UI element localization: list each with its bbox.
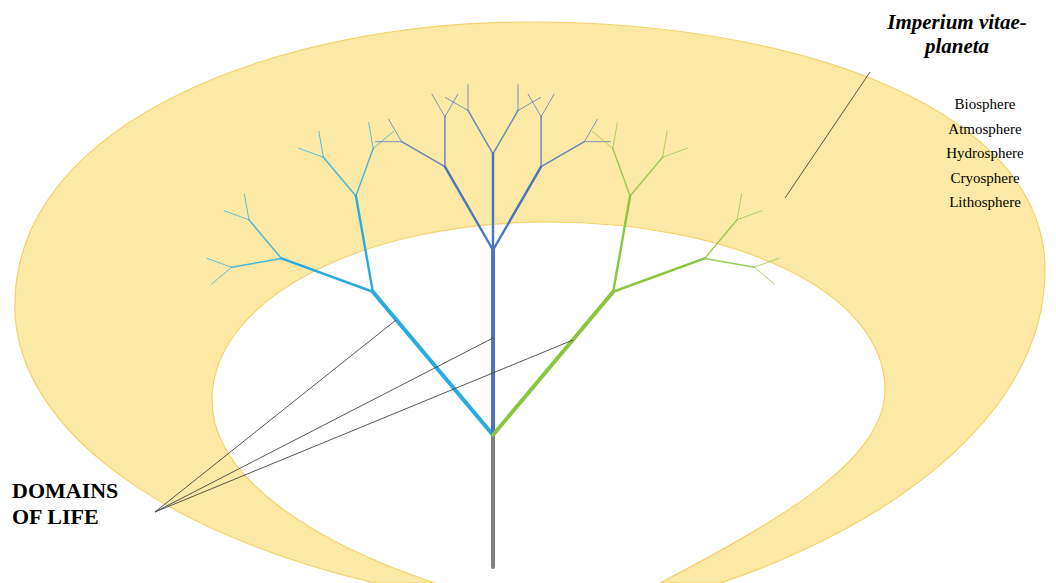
tree-branch: [491, 250, 495, 435]
tree-branch: [541, 94, 554, 117]
tree-branch: [493, 110, 518, 153]
tree-branch: [528, 94, 541, 117]
tree-branch: [491, 435, 495, 567]
tree-branch: [445, 94, 458, 117]
tree-branch: [432, 94, 445, 117]
tree-branch: [630, 157, 663, 196]
tree-branch: [540, 117, 541, 167]
tree-branch: [224, 211, 249, 220]
tree-branch: [663, 148, 688, 157]
tree-branch: [376, 141, 402, 142]
tree-branch: [737, 211, 762, 220]
sphere-name: Biosphere: [930, 95, 1040, 113]
tree-branch: [493, 292, 613, 435]
tree-branch: [356, 148, 373, 196]
group-title: Imperium vitae-planeta: [872, 10, 1042, 58]
tree-branch: [319, 131, 324, 157]
leader-line: [155, 338, 493, 512]
tree-branch: [281, 258, 372, 291]
tree-branch: [244, 194, 249, 220]
leader-line: [155, 340, 573, 512]
sphere-name: Hydrosphere: [930, 144, 1040, 162]
tree-branch: [584, 119, 597, 142]
tree-branch: [541, 142, 584, 167]
tree-branch: [705, 220, 738, 259]
planet-band: [15, 22, 1045, 583]
tree-branch: [663, 131, 668, 157]
tree-branch: [584, 141, 610, 142]
sphere-name: Cryosphere: [930, 169, 1040, 187]
tree-branch: [249, 220, 282, 259]
tree-branch: [613, 196, 630, 292]
tree-branch: [373, 132, 393, 149]
tree-branch: [754, 267, 774, 284]
tree-of-life: [207, 84, 779, 567]
leader-line: [785, 72, 870, 198]
tree-branch: [468, 110, 493, 153]
tree-branch: [299, 148, 324, 157]
tree-branch: [402, 142, 445, 167]
tree-branch: [445, 167, 493, 250]
tree-branch: [369, 123, 374, 149]
tree-branch: [389, 119, 402, 142]
tree-branch: [613, 123, 618, 149]
tree-branch: [356, 196, 373, 292]
tree-branch: [492, 154, 494, 250]
tree-branch: [232, 258, 282, 267]
tree-branch: [207, 258, 232, 267]
tree-branch: [737, 194, 742, 220]
tree-branch: [613, 148, 630, 196]
tree-branch: [593, 132, 613, 149]
tree-branch: [754, 258, 779, 267]
sphere-name: Atmosphere: [930, 120, 1040, 138]
tree-branch: [518, 97, 541, 110]
callout-label: DOMAINS OF LIFE: [12, 478, 152, 531]
tree-branch: [445, 97, 468, 110]
tree-branch: [467, 84, 468, 110]
tree-branch: [705, 258, 755, 267]
tree-branch: [518, 84, 519, 110]
tree-branch: [444, 117, 445, 167]
tree-branch: [323, 157, 356, 196]
sphere-name: Lithosphere: [930, 193, 1040, 211]
tree-branch: [613, 258, 704, 291]
leader-line: [155, 320, 396, 512]
tree-branch: [373, 292, 493, 435]
tree-branch: [493, 167, 541, 250]
tree-branch: [211, 267, 231, 284]
